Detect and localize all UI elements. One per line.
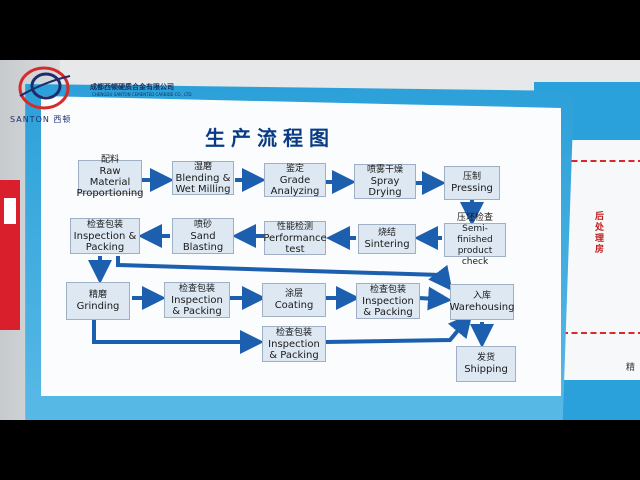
step-label-zh: 喷雾干燥 [366, 165, 403, 175]
step-spray: 喷雾干燥 Spray Drying [354, 164, 416, 199]
step-label-en: Spray [370, 176, 400, 187]
step-label-en: Sand [190, 230, 216, 242]
step-label-zh: 检查包装 [178, 283, 215, 294]
step-label-zh: 检查包装 [275, 327, 312, 338]
step-blending: 湿磨 Blending & Wet Milling [172, 161, 234, 195]
step-inspection-packing-1: 检查包装 Inspection & Packing [70, 218, 140, 254]
step-sintering: 烧结 Sintering [358, 224, 416, 254]
step-inspection-packing-4: 检查包装 Inspection & Packing [262, 326, 326, 362]
step-label-zh: 发货 [476, 353, 495, 363]
step-raw-material: 配料 Raw Material Proportioning [76, 155, 143, 199]
step-label-en: Warehousing [449, 302, 515, 313]
side-poster-label-2: 精 [626, 363, 636, 373]
step-label-en-2: product check [457, 245, 493, 267]
step-label-en: Inspection & [73, 230, 137, 242]
step-label-zh: 压制 [462, 172, 481, 182]
letterbox-bottom [0, 420, 640, 480]
step-label-zh: 性能检测 [276, 221, 313, 232]
step-label-en: Sintering [364, 239, 410, 250]
step-label-en: Raw Material [89, 166, 131, 188]
step-performance: 性能检测 Performance test [263, 221, 327, 255]
step-grinding: 精磨 Grinding [66, 282, 130, 320]
side-poster-label: 后处理房 [595, 212, 605, 255]
step-label-en-2: Wet Milling [175, 183, 231, 195]
step-label-en-2: test [285, 243, 305, 255]
page-title: 生产流程图 [205, 126, 335, 150]
step-label-en-2: & Packing [363, 306, 413, 318]
step-label-zh: 检查包装 [86, 219, 123, 230]
step-label-en: Grade [279, 174, 311, 186]
step-label-en: Inspection [362, 295, 414, 307]
step-inspection-packing-2: 检查包装 Inspection & Packing [164, 282, 230, 318]
step-grade: 鉴定 Grade Analyzing [264, 163, 326, 197]
company-name: 成都西顿硬质合金有限公司 [90, 83, 174, 91]
step-label-en-2: Drying [368, 187, 402, 198]
step-shipping: 发货 Shipping [456, 346, 516, 382]
step-label-en-2: Proportioning [76, 188, 144, 199]
step-label-en-2: Blasting [182, 241, 224, 253]
logo-text: SANTON 西顿 [10, 115, 72, 124]
step-label-en: Inspection [268, 338, 320, 350]
step-label-en: Shipping [464, 364, 508, 375]
step-label-en: Performance [263, 232, 327, 244]
step-label-en: Grinding [76, 301, 120, 312]
step-inspection-packing-3: 检查包装 Inspection & Packing [356, 283, 420, 319]
step-label-en: Blending & [175, 172, 231, 184]
step-label-en-2: Analyzing [270, 185, 320, 197]
step-semi-finished: 压坯检查 Semi-finished product check [444, 213, 506, 267]
santon-logo-icon [18, 66, 71, 110]
step-label-en: Semi-finished [457, 223, 493, 245]
step-label-zh: 压坯检查 [456, 212, 493, 223]
step-pressing: 压制 Pressing [444, 166, 500, 200]
step-label-en-2: Packing [85, 241, 125, 253]
step-label-zh: 精磨 [88, 290, 107, 300]
step-label-en: Pressing [451, 183, 493, 194]
step-label-zh: 烧结 [377, 228, 396, 238]
step-label-zh: 入库 [472, 291, 491, 301]
step-label-zh: 涂层 [284, 289, 303, 299]
red-sign [0, 180, 20, 330]
step-warehousing: 入库 Warehousing [450, 284, 514, 320]
step-coating: 涂层 Coating [262, 283, 326, 317]
letterbox-top [0, 0, 640, 60]
step-label-zh: 喷砂 [193, 219, 212, 230]
step-label-en: Coating [274, 300, 314, 311]
step-label-zh: 鉴定 [285, 163, 304, 174]
step-sand-blasting: 喷砂 Sand Blasting [172, 218, 234, 254]
step-label-zh: 湿磨 [193, 161, 212, 172]
step-label-zh: 检查包装 [369, 284, 406, 295]
company-name-en: CHENGDU SANTON CEMENTED CARBIDE CO., LTD… [92, 92, 193, 97]
step-label-en: Inspection [171, 294, 223, 306]
step-label-en-2: & Packing [269, 349, 319, 361]
step-label-zh: 配料 [100, 155, 119, 165]
step-label-en-2: & Packing [172, 305, 222, 317]
